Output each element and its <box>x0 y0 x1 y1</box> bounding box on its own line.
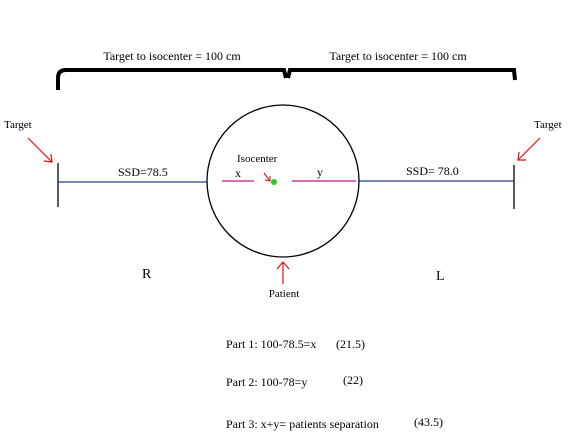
part-1-text: Part 1: 100-78.5=x <box>226 337 316 351</box>
right-bracket <box>286 68 517 81</box>
part-3-answer: (43.5) <box>414 415 443 429</box>
left-bracket-label: Target to isocenter = 100 cm <box>103 49 241 63</box>
part-2-answer: (22) <box>343 373 363 387</box>
right-side-label: R <box>142 267 152 282</box>
y-label: y <box>317 165 323 179</box>
right-bracket-label: Target to isocenter = 100 cm <box>329 49 467 63</box>
part-2-text: Part 2: 100-78=y <box>226 375 307 389</box>
left-target-label: Target <box>4 119 32 131</box>
isocenter-arrow <box>263 172 271 182</box>
right-target-label: Target <box>534 119 562 131</box>
isocenter-label: Isocenter <box>237 153 278 165</box>
part-1-answer: (21.5) <box>336 337 365 351</box>
patient-arrow <box>276 261 290 284</box>
left-ssd-label: SSD=78.5 <box>118 165 168 179</box>
patient-circle <box>206 104 360 258</box>
right-target-arrow <box>517 137 541 161</box>
x-label: x <box>235 166 241 180</box>
left-bracket <box>56 68 288 90</box>
part-3-text: Part 3: x+y= patients separation <box>226 417 379 431</box>
left-side-label: L <box>436 269 445 284</box>
isocenter-dot <box>271 179 277 185</box>
patient-label: Patient <box>269 288 300 300</box>
left-target-arrow <box>27 137 53 163</box>
right-ssd-label: SSD= 78.0 <box>406 164 459 178</box>
